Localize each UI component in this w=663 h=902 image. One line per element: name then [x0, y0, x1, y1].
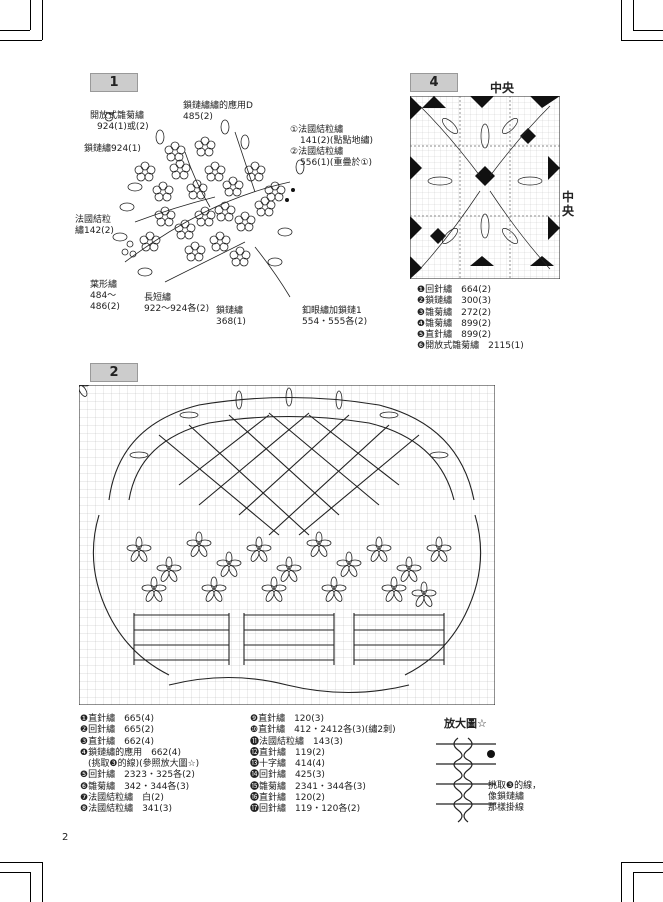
crop-mark — [42, 0, 43, 40]
fig4-legend: ❶回針繡 664(2) ❷鎖鏈繡 300(3) ❸雛菊繡 272(2) ❹雛菊繡… — [417, 285, 524, 353]
fig2-legend-item: ❽法國結粒繡 341(3) — [80, 804, 173, 815]
label-wool: 鎖鏈繡924(1) — [84, 144, 141, 154]
crop-mark — [0, 862, 42, 863]
label-chain-val: 368(1) — [216, 317, 246, 327]
section-label-1: 1 — [90, 73, 138, 92]
fig2-legend-item: ⓫法國結粒繡 143(3) — [250, 736, 343, 747]
label-leaf: 葉形繡 — [90, 280, 118, 290]
label-long-short: 長短繡 — [144, 293, 172, 303]
fig2-legend-item: ❸直針繡 662(4) — [80, 736, 155, 747]
label-long-short-val: 922～924各(2) — [144, 304, 210, 314]
fig2-legend-item: ⓬直針繡 119(2) — [250, 747, 325, 758]
enlarge-note-3: 那樣掛線 — [488, 803, 525, 813]
crop-mark — [0, 30, 30, 31]
crop-mark — [30, 0, 31, 30]
fig2-legend-left: ❶直針繡 665(4) ❷回針繡 665(2) ❸直針繡 662(4) ❹鎖鏈繡… — [80, 714, 199, 816]
fig2-legend-item: ⓯雛菊繡 2341・344各(3) — [250, 781, 366, 792]
crop-mark — [30, 872, 31, 902]
fig2-legend-item: ⓭十字繡 414(4) — [250, 759, 325, 770]
label-leaf-val2: 486(2) — [90, 302, 120, 312]
fig2-legend-item: ❺回針繡 2323・325各(2) — [80, 770, 195, 781]
fig2-legend-item: ❶直針繡 665(4) — [80, 714, 155, 724]
label-french1: ①法國結粒繡 — [290, 125, 344, 135]
label-french-knot-val: 繡142(2) — [75, 226, 114, 236]
center-label-top: 中央 — [490, 81, 515, 95]
crop-mark — [0, 872, 30, 873]
label-chain-app-val: 485(2) — [183, 112, 213, 122]
crop-mark — [621, 40, 663, 41]
fig2-legend-right: ❾直針繡 120(3) ❿直針繡 412・2412各(3)(繡2刺) ⓫法國結粒… — [250, 714, 396, 816]
fig2-legend-item: (挑取❸的線)(參照放大圖☆) — [88, 759, 200, 770]
label-french2-val: 556(1)(重疊於①) — [300, 158, 373, 168]
fig4-legend-item: ❷鎖鏈繡 300(3) — [417, 296, 492, 307]
section-label-2: 2 — [90, 363, 138, 382]
crop-mark — [621, 862, 663, 863]
crop-mark — [633, 30, 663, 31]
section-label-4: 4 — [410, 73, 458, 92]
fig2-legend-item: ❾直針繡 120(3) — [250, 714, 325, 724]
fig2-legend-item: ⓱回針繡 119・120各(2) — [250, 804, 361, 815]
label-french2: ②法國結粒繡 — [290, 147, 344, 157]
enlarge-chain-diagram — [436, 737, 496, 823]
fig2-legend-item: ❷回針繡 665(2) — [80, 725, 155, 736]
label-buttonhole-val: 554・555各(2) — [302, 317, 368, 327]
fig4-legend-item: ❹雛菊繡 899(2) — [417, 318, 492, 329]
enlarge-note-2: 像鎖鏈繡 — [488, 792, 525, 802]
crop-mark — [633, 872, 663, 873]
label-french1-val: 141(2)(點點地繡) — [300, 136, 373, 146]
crop-mark — [633, 0, 634, 30]
crop-mark — [0, 40, 42, 41]
crop-mark — [633, 872, 634, 902]
crop-mark — [42, 862, 43, 902]
fig4-legend-item: ❺直針繡 899(2) — [417, 330, 492, 341]
fig4-legend-item: ❶回針繡 664(2) — [417, 285, 492, 295]
flower-spray-diagram — [105, 112, 305, 298]
crop-mark — [621, 0, 622, 40]
fig2-legend-item: ❼法國結粒繡 白(2) — [80, 793, 164, 804]
label-leaf-val1: 484～ — [90, 291, 117, 301]
enlarge-note-1: 挑取❸的線， — [488, 781, 542, 791]
label-french-knot: 法國結粒 — [75, 215, 112, 225]
fig4-legend-item: ❻開放式雛菊繡 2115(1) — [417, 341, 524, 352]
pattern-2-grid — [79, 385, 495, 705]
label-open-lazy-daisy: 開放式雛菊繡 — [90, 111, 145, 121]
crop-mark — [621, 862, 622, 902]
fig2-legend-item: ❹鎖鏈繡的應用 662(4) — [80, 747, 182, 758]
pattern-4-grid — [410, 96, 560, 279]
enlarge-title: 放大圖☆ — [444, 717, 487, 730]
label-chain: 鎖鏈繡 — [216, 306, 244, 316]
label-buttonhole: 釦眼繡加鎖鏈1 — [302, 306, 362, 316]
page-number: 2 — [62, 832, 69, 843]
fig2-legend-item: ⓰直針繡 120(2) — [250, 793, 325, 804]
fig2-legend-item: ❻雛菊繡 342・344各(3) — [80, 781, 190, 792]
label-chain-app: 鎖鏈繡繡的應用D — [183, 101, 253, 111]
fig2-legend-item: ❿直針繡 412・2412各(3)(繡2刺) — [250, 725, 396, 736]
fig4-legend-item: ❸雛菊繡 272(2) — [417, 307, 492, 318]
center-label-right: 中央 — [562, 190, 575, 218]
label-open-lazy-daisy-val: 924(1)或(2) — [97, 122, 149, 132]
fig2-legend-item: ⓮回針繡 425(3) — [250, 770, 325, 781]
